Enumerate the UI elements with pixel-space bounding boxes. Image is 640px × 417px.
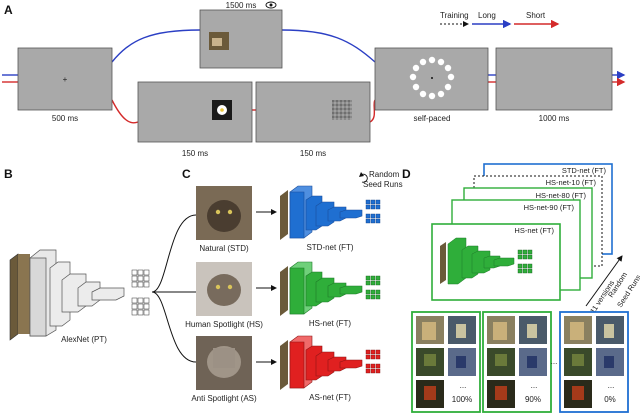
dataset-percent-100: 100% (452, 395, 472, 404)
response-label: self-paced (414, 114, 451, 123)
input-anti-spotlight-label: Anti Spotlight (AS) (191, 394, 257, 403)
random-seed-icon (359, 172, 368, 183)
fixation-screen (17, 47, 113, 111)
dataset-ellipsis-1: ... (460, 381, 467, 390)
eye-icon (265, 1, 277, 9)
input-anti-spotlight (196, 336, 252, 390)
short-image-time-label: 150 ms (182, 149, 208, 158)
noise-mask (332, 100, 352, 120)
legend-training-label: Training (440, 11, 469, 20)
stack-label-hs90: HS-net-90 (FT) (524, 203, 575, 212)
random-seed-label-2: Seed Runs (363, 180, 403, 189)
std-net-diagram (280, 185, 381, 240)
as-net-diagram (280, 335, 381, 390)
dataset-ellipsis-2: ... (531, 381, 538, 390)
random-seed-label-1: Random (369, 170, 400, 179)
stack-label-hs10: HS-net-10 (FT) (546, 178, 597, 187)
legend-long-label: Long (478, 11, 496, 20)
stack-label-std: STD-net (FT) (562, 166, 607, 175)
std-net-label: STD-net (FT) (306, 243, 353, 252)
response-wheel-icons (409, 56, 455, 100)
input-human-spotlight-label: Human Spotlight (HS) (185, 320, 263, 329)
input-natural (196, 186, 252, 240)
panel-label-c: C (182, 167, 191, 181)
timeline-short (2, 77, 626, 124)
stack-label-hs: HS-net (FT) (514, 226, 554, 235)
fixation-time-label: 500 ms (52, 114, 78, 123)
dataset-percent-90: 90% (525, 395, 541, 404)
short-image-screen (137, 81, 253, 143)
branch-curves (151, 214, 197, 363)
dataset-between-ellipsis: ... (551, 357, 558, 366)
panel-label-a: A (4, 3, 13, 17)
dataset-percent-0: 0% (604, 395, 616, 404)
timeline-legend: Training Long Short (440, 11, 560, 29)
versions-arrow (585, 255, 623, 307)
as-net-label: AS-net (FT) (309, 393, 351, 402)
final-blank-screen (495, 47, 613, 111)
hs-net-diagram (280, 261, 381, 316)
final-time-label: 1000 ms (539, 114, 570, 123)
front-card-net (440, 237, 533, 285)
model-stack (431, 163, 613, 301)
mask-time-label: 150 ms (300, 149, 326, 158)
dataset-box-90 (482, 311, 552, 413)
long-image-time-label: 1500 ms (226, 1, 257, 10)
timeline-long (2, 29, 626, 80)
hs-net-label: HS-net (FT) (309, 319, 352, 328)
alexnet-diagram (9, 249, 150, 341)
fixation-mark: + (63, 75, 68, 84)
dataset-ellipsis-3: ... (608, 381, 615, 390)
input-natural-label: Natural (STD) (199, 244, 249, 253)
mask-screen (255, 81, 371, 143)
dataset-box-100 (411, 311, 481, 413)
alexnet-output-grid (131, 269, 150, 316)
alexnet-label: AlexNet (PT) (61, 335, 107, 344)
panel-label-b: B (4, 167, 13, 181)
panel-label-d: D (402, 167, 411, 181)
stack-label-hs80: HS-net-80 (FT) (536, 191, 587, 200)
dataset-box-0 (559, 311, 629, 413)
legend-short-label: Short (526, 11, 546, 20)
input-human-spotlight (196, 262, 252, 316)
